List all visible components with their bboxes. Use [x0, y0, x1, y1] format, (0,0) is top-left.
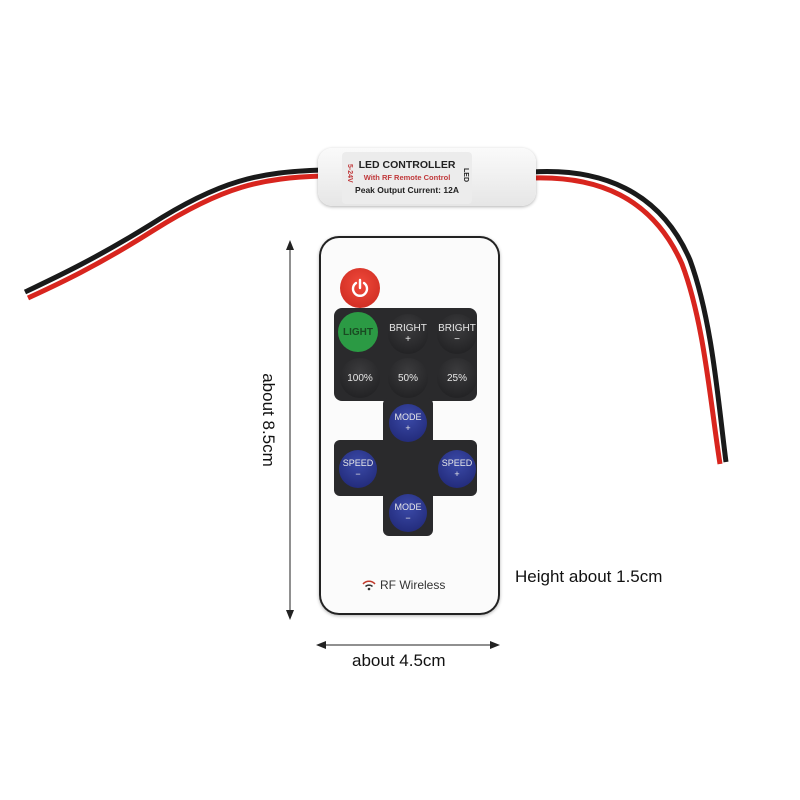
brightness-25-button[interactable]: 25% [437, 358, 477, 398]
controller-subtitle: With RF Remote Control [363, 173, 451, 182]
mode-minus-label: MODE [394, 502, 422, 512]
bright-plus-button[interactable]: BRIGHT+ [388, 314, 428, 354]
power-icon [351, 278, 369, 297]
rf-wireless-text: RF Wireless [380, 578, 446, 592]
left-wire-black [23, 167, 323, 295]
brightness-50-button[interactable]: 50% [388, 358, 428, 398]
speed-minus-label: SPEED [342, 458, 374, 468]
light-button[interactable]: LIGHT [338, 312, 378, 352]
power-button[interactable] [340, 268, 380, 308]
mode-minus-button[interactable]: MODE− [389, 494, 427, 532]
minus-sign: − [405, 513, 411, 523]
label-100: 100% [347, 372, 373, 384]
output-led-label: LED [462, 168, 469, 182]
light-label: LIGHT [343, 326, 373, 338]
right-wire-red [531, 175, 723, 465]
wifi-icon [362, 580, 376, 591]
mode-plus-button[interactable]: MODE+ [389, 404, 427, 442]
speed-plus-button[interactable]: SPEED+ [438, 450, 476, 488]
label-50: 50% [397, 372, 418, 384]
brightness-100-button[interactable]: 100% [340, 358, 380, 398]
right-wire-black [531, 169, 729, 463]
controller-spec: Peak Output Current: 12A [355, 185, 459, 195]
bright-plus-label: BRIGHT [389, 323, 427, 334]
controller-title: LED CONTROLLER [358, 159, 456, 171]
left-wire-red [26, 173, 323, 301]
height-arrow [286, 240, 294, 620]
minus-sign: − [355, 469, 361, 479]
label-25: 25% [446, 372, 467, 384]
plus-sign: + [405, 423, 411, 433]
speed-plus-label: SPEED [441, 458, 473, 468]
mode-plus-label: MODE [394, 412, 422, 422]
minus-sign: − [454, 334, 460, 345]
thickness-dimension-label: Height about 1.5cm [515, 567, 663, 586]
rf-wireless-brand: RF Wireless [362, 578, 445, 592]
bright-minus-label: BRIGHT [438, 323, 476, 334]
controller-label: LED CONTROLLER With RF Remote Control Pe… [342, 152, 472, 204]
speed-minus-button[interactable]: SPEED− [339, 450, 377, 488]
width-dimension-label: about 4.5cm [352, 651, 446, 670]
height-dimension-label: about 8.5cm [258, 373, 278, 467]
plus-sign: + [454, 469, 460, 479]
width-arrow [316, 641, 500, 649]
bright-minus-button[interactable]: BRIGHT− [437, 314, 477, 354]
plus-sign: + [405, 334, 411, 345]
input-voltage-label: 5-24V [346, 164, 353, 183]
